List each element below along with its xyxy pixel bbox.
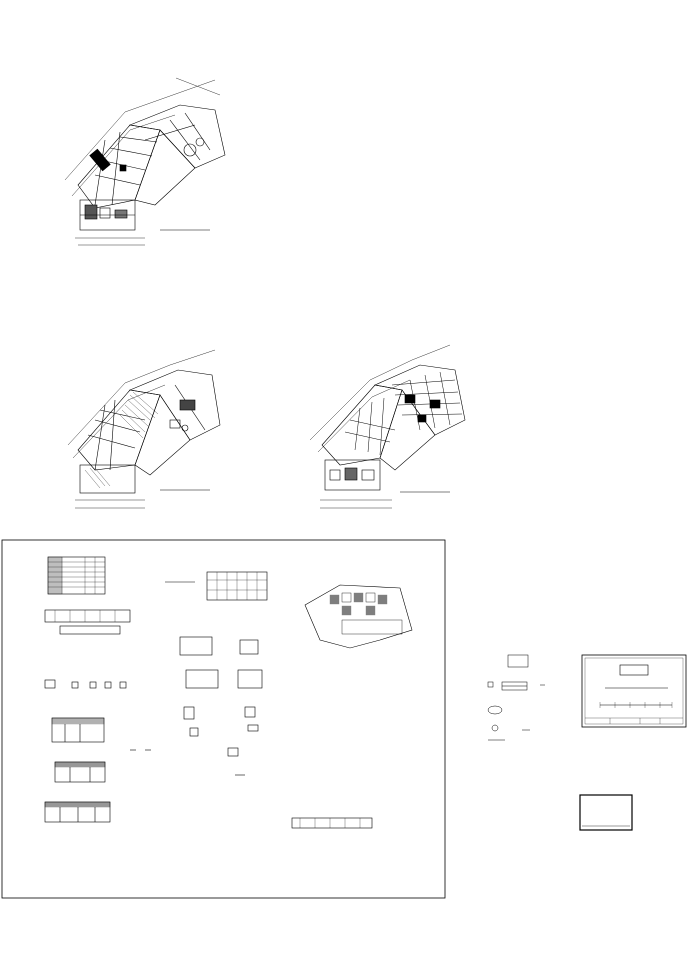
schedule-table — [47, 556, 106, 595]
blank-title-frame — [579, 794, 633, 831]
floor-plan-3 — [309, 344, 466, 509]
floor-plan-2 — [67, 349, 221, 509]
details-sheet — [1, 539, 446, 899]
floor-plan-1 — [64, 77, 226, 246]
legend-sheet — [581, 654, 687, 728]
symbol-legend-cluster — [487, 654, 545, 741]
